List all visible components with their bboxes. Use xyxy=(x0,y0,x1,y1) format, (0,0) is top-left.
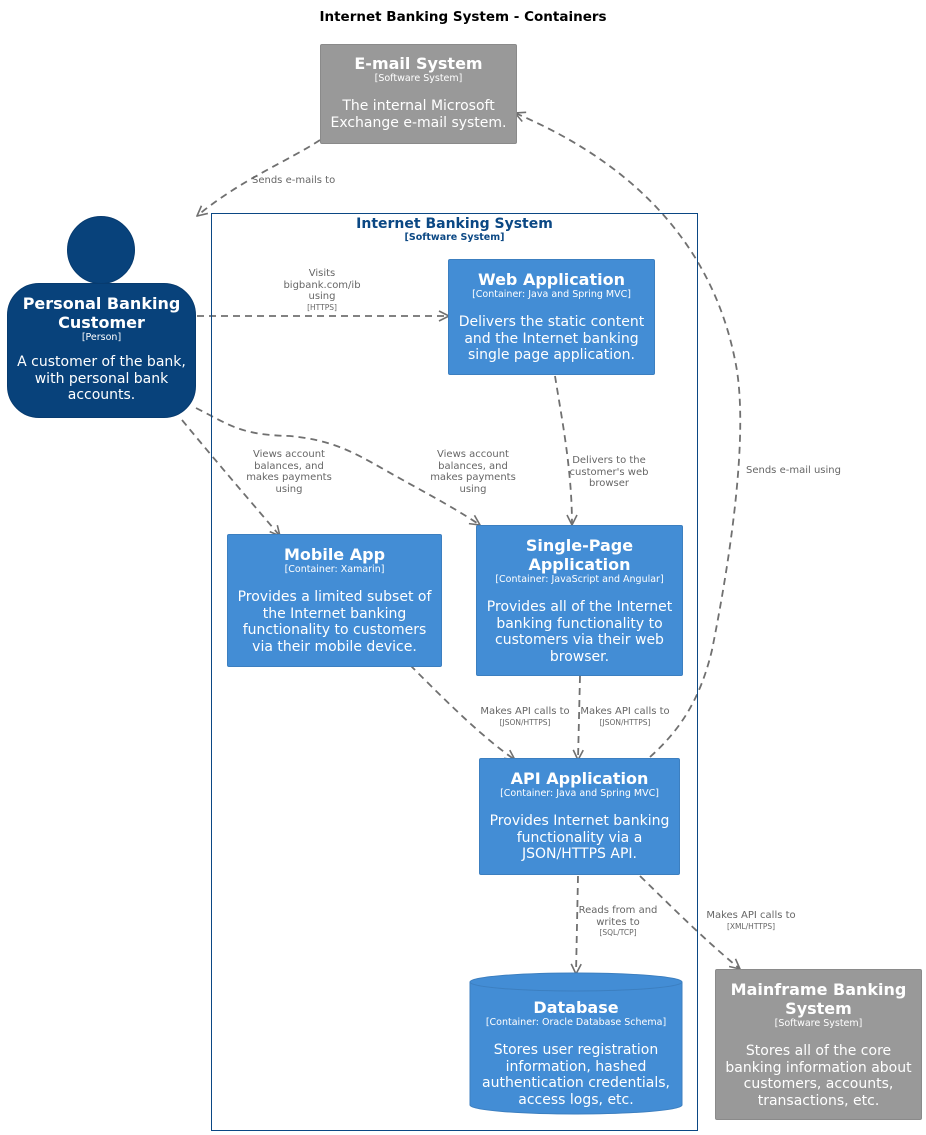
spa-type: [Container: JavaScript and Angular] xyxy=(495,574,664,585)
rel-mobile-to-api-label: Makes API calls to xyxy=(480,706,570,717)
rel-api-to-db-tech: [SQL/TCP] xyxy=(599,928,637,937)
arrow-api-to-email xyxy=(515,113,742,758)
api-application-name: API Application xyxy=(510,769,649,788)
database-type: [Container: Oracle Database Schema] xyxy=(485,1017,667,1028)
api-application-type: [Container: Java and Spring MVC] xyxy=(500,788,659,799)
arrow-api-to-mainframe xyxy=(639,875,740,969)
rel-customer-to-web-tech: [HTTPS] xyxy=(307,302,337,312)
rel-api-to-mainframe-label: Makes API calls to xyxy=(706,910,796,921)
customer-type: [Person] xyxy=(81,332,122,343)
web-application-box[interactable]: Web Application [Container: Java and Spr… xyxy=(448,259,655,375)
arrow-web-to-spa xyxy=(554,375,572,525)
arrow-customer-to-spa xyxy=(195,407,480,525)
arrow-api-to-db xyxy=(576,875,578,974)
api-application-description: Provides Internet banking functionality … xyxy=(489,813,670,862)
spa-name: Single-Page Application xyxy=(525,536,634,574)
rel-spa-to-api: Makes API calls to [JSON/HTTPS] xyxy=(575,706,675,727)
mobile-app-type: [Container: Xamarin] xyxy=(284,564,385,575)
customer-description: A customer of the bank, with personal ba… xyxy=(17,354,186,403)
arrow-mobile-to-api xyxy=(409,664,515,760)
rel-mobile-to-api: Makes API calls to [JSON/HTTPS] xyxy=(474,706,576,727)
rel-customer-to-web-label: Visits bigbank.com/ib using xyxy=(283,268,361,302)
web-application-name: Web Application xyxy=(477,270,625,289)
rel-api-to-mainframe: Makes API calls to [XML/HTTPS] xyxy=(700,910,802,931)
boundary-name: Internet Banking System xyxy=(356,216,553,232)
database-cylinder-icon xyxy=(469,972,683,1115)
email-system-description: The internal Microsoft Exchange e-mail s… xyxy=(330,98,507,131)
person-head-icon xyxy=(67,216,135,284)
arrow-customer-to-mobile xyxy=(181,419,280,536)
spa-box[interactable]: Single-Page Application [Container: Java… xyxy=(476,525,683,676)
arrow-spa-to-api xyxy=(578,675,580,760)
arrow-email-to-customer xyxy=(197,139,321,216)
mainframe-name: Mainframe Banking System xyxy=(730,980,907,1018)
diagram-title: Internet Banking System - Containers xyxy=(319,9,607,25)
web-application-type: [Container: Java and Spring MVC] xyxy=(472,289,631,300)
mobile-app-description: Provides a limited subset of the Interne… xyxy=(237,589,432,655)
api-application-box[interactable]: API Application [Container: Java and Spr… xyxy=(479,758,680,875)
rel-api-to-db-label: Reads from and writes to xyxy=(578,905,658,928)
rel-api-to-email-label: Sends e-mail using xyxy=(746,465,841,476)
mainframe-type: [Software System] xyxy=(774,1018,863,1029)
mobile-app-name: Mobile App xyxy=(283,545,386,564)
mainframe-description: Stores all of the core banking informati… xyxy=(725,1043,912,1109)
mobile-app-box[interactable]: Mobile App [Container: Xamarin] Provides… xyxy=(227,534,442,667)
email-system-box[interactable]: E-mail System [Software System] The inte… xyxy=(320,44,517,144)
email-system-name: E-mail System xyxy=(354,54,483,73)
spa-description: Provides all of the Internet banking fun… xyxy=(486,599,673,665)
rel-api-to-db: Reads from and writes to [SQL/TCP] xyxy=(572,905,664,937)
rel-mobile-to-api-tech: [JSON/HTTPS] xyxy=(499,717,551,727)
rel-customer-to-mobile-label: Views account balances, and makes paymen… xyxy=(246,449,332,495)
database-name: Database xyxy=(533,998,619,1017)
rel-web-to-spa-label: Delivers to the customer's web browser xyxy=(569,455,649,489)
rel-spa-to-api-tech: [JSON/HTTPS] xyxy=(599,717,651,727)
rel-customer-to-web: Visits bigbank.com/ib using [HTTPS] xyxy=(272,268,372,312)
mainframe-box[interactable]: Mainframe Banking System [Software Syste… xyxy=(715,969,922,1120)
rel-customer-to-spa-label: Views account balances, and makes paymen… xyxy=(430,449,516,495)
database-description: Stores user registration information, ha… xyxy=(482,1042,670,1108)
boundary-type: [Software System] xyxy=(404,232,505,243)
rel-spa-to-api-label: Makes API calls to xyxy=(580,706,670,717)
database-box[interactable]: Database [Container: Oracle Database Sch… xyxy=(469,998,683,1108)
system-boundary: Internet Banking System [Software System… xyxy=(211,213,698,1131)
customer-name: Personal Banking Customer xyxy=(22,294,181,332)
email-system-type: [Software System] xyxy=(374,73,463,84)
customer-box[interactable]: Personal Banking Customer [Person] A cus… xyxy=(7,283,196,418)
web-application-description: Delivers the static content and the Inte… xyxy=(458,314,645,363)
rel-email-to-customer-label: Sends e-mails to xyxy=(252,175,336,186)
rel-api-to-mainframe-tech: [XML/HTTPS] xyxy=(726,921,776,931)
